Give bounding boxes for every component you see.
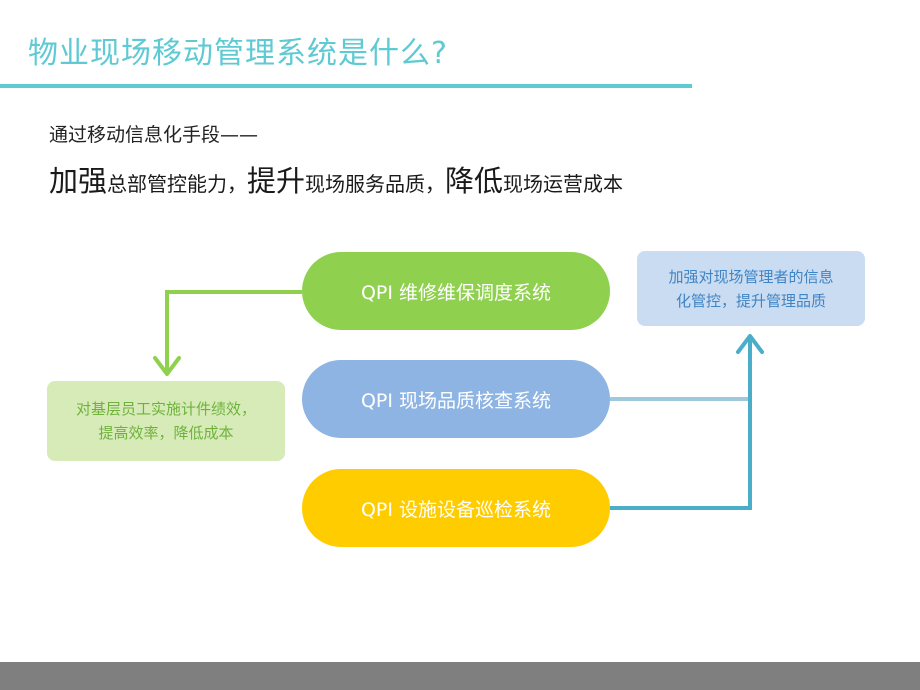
page-title: 物业现场移动管理系统是什么? <box>28 36 448 71</box>
yellow-connector <box>610 336 752 510</box>
green-arrowhead <box>153 356 181 376</box>
slogan-reduce-rest: 现场运营成本 <box>503 172 624 196</box>
slogan: 加强总部管控能力，提升现场服务品质，降低现场运营成本 <box>49 158 623 200</box>
outcome-note-staff-line1: 对基层员工实施计件绩效， <box>75 400 256 418</box>
slogan-reduce: 降低 <box>445 164 504 198</box>
footer-bar <box>0 662 920 690</box>
title-underline <box>0 84 692 88</box>
system-pill-inspection: QPI 设施设备巡检系统 <box>302 469 610 547</box>
slogan-strengthen-rest: 总部管控能力， <box>107 172 248 196</box>
outcome-note-staff-line2: 提高效率，降低成本 <box>98 424 234 442</box>
blue-arrowhead <box>736 334 764 354</box>
outcome-note-management-line2: 化管控，提升管理品质 <box>675 291 826 310</box>
green-connector <box>165 290 302 374</box>
slogan-improve: 提升 <box>247 164 306 198</box>
outcome-note-staff: 对基层员工实施计件绩效， 提高效率，降低成本 <box>47 381 285 461</box>
system-pill-quality-check: QPI 现场品质核查系统 <box>302 360 610 438</box>
slogan-improve-rest: 现场服务品质， <box>305 172 446 196</box>
outcome-note-management-line1: 加强对现场管理者的信息 <box>668 267 834 286</box>
outcome-note-management: 加强对现场管理者的信息 化管控，提升管理品质 <box>637 251 865 326</box>
slogan-strengthen: 加强 <box>49 164 108 198</box>
intro-text: 通过移动信息化手段—— <box>49 124 259 146</box>
system-pill-maintenance: QPI 维修维保调度系统 <box>302 252 610 330</box>
